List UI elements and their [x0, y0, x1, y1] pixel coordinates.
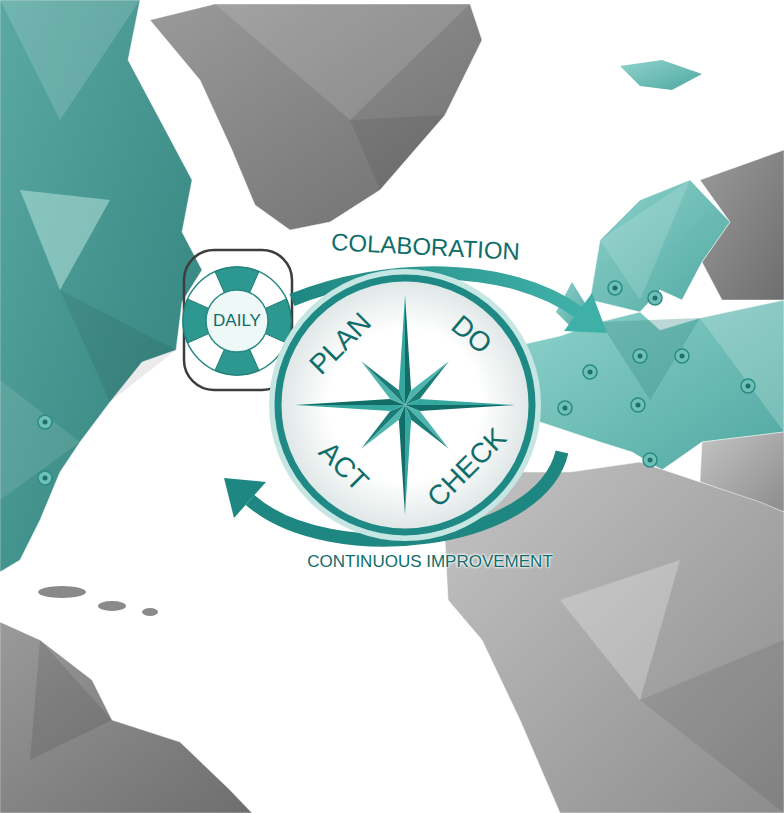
map-facet [700, 300, 784, 432]
map-facet [0, 0, 140, 120]
compass-star [405, 361, 449, 405]
map-marker-dot [43, 476, 48, 481]
svalbard [620, 60, 702, 90]
arrow-head [224, 478, 266, 518]
map-facet [640, 640, 784, 813]
map-marker [643, 453, 657, 467]
map-marker [38, 415, 52, 429]
text-holder: DAILY [213, 312, 262, 331]
map-marker [675, 349, 689, 363]
island [38, 586, 86, 598]
arrow-label: COLABORATION [330, 229, 520, 265]
map-facet [350, 115, 445, 190]
island [98, 601, 126, 611]
compass-star [405, 405, 449, 449]
lifebuoy-label: DAILY [213, 312, 261, 331]
map-marker-dot [43, 420, 48, 425]
pdca-compass-shape [277, 277, 533, 533]
map-marker [648, 291, 662, 305]
compass-star [361, 405, 405, 449]
map-marker-dot [653, 296, 658, 301]
map-marker-dot [746, 384, 751, 389]
text-holder: COLABORATION [330, 229, 521, 265]
map-facet [30, 640, 112, 760]
map-facet [560, 560, 680, 700]
map-facet [20, 190, 110, 290]
compass-star [361, 405, 405, 449]
south-america [0, 622, 252, 813]
map-marker-dot [680, 354, 685, 359]
lifebuoy: DAILY [182, 266, 292, 376]
map-marker-dot [588, 370, 593, 375]
compass-star [405, 405, 411, 515]
map-facet [600, 318, 700, 400]
map-marker-dot [563, 406, 568, 411]
map-facet [0, 380, 80, 500]
compass-star [405, 361, 449, 405]
map-marker [608, 281, 622, 295]
compass-star [405, 405, 515, 411]
map-marker-dot [613, 286, 618, 291]
arrow-label: CONTINUOUS IMPROVEMENT [307, 553, 553, 572]
compass-star [399, 405, 405, 515]
lifebuoy-band [215, 267, 259, 293]
compass-halo [272, 272, 538, 538]
map-marker [741, 379, 755, 393]
lifebuoy-band [215, 349, 259, 375]
lifebuoy-base [183, 267, 291, 375]
scandinavia [590, 180, 730, 312]
map-marker [583, 365, 597, 379]
compass-star [361, 361, 405, 405]
lifebuoy-band [183, 299, 209, 343]
compass-star [405, 295, 411, 405]
map-marker-dot [648, 458, 653, 463]
lifebuoy-hole [206, 290, 268, 352]
lifebuoy-ring [183, 267, 291, 375]
compass-star [399, 295, 405, 405]
island [142, 608, 158, 616]
pdca-compass: PLANDOCHECKACT [277, 277, 533, 533]
greenland [150, 4, 482, 230]
compass-star [405, 405, 449, 449]
compass-ring [278, 278, 532, 532]
map-facet [600, 180, 690, 300]
text-holder: CONTINUOUS IMPROVEMENT [307, 553, 554, 572]
map-marker [38, 471, 52, 485]
map-facet [60, 290, 176, 402]
map-marker-dot [636, 403, 641, 408]
map-marker [633, 349, 647, 363]
compass-star [295, 399, 405, 405]
map-marker-dot [638, 354, 643, 359]
map-marker [631, 398, 645, 412]
map-facet [215, 4, 470, 120]
compass-star [295, 405, 405, 411]
compass-star [405, 399, 515, 405]
map-marker [558, 401, 572, 415]
north-america [0, 0, 202, 572]
lifebuoy-band [265, 299, 291, 343]
arrow-head [564, 293, 607, 333]
compass-star [361, 361, 405, 405]
